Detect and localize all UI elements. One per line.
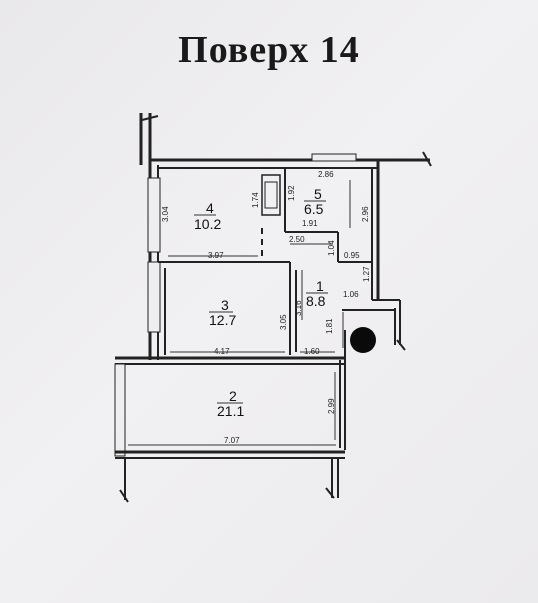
window-top [311,153,357,162]
floor-title: Поверх 14 [178,29,360,71]
room-labels: 4 10.2 5 6.5 1 8.8 3 12.7 2 21.1 [194,186,328,419]
dim-1-27: 1.27 [362,266,371,282]
room-1-number: 1 [316,278,324,294]
wall-2-tick-left [119,489,129,503]
shaft [261,174,281,216]
dim-4-17: 4.17 [214,347,230,356]
dimension-lines [128,180,351,446]
room-2-area: 21.1 [217,403,244,419]
wall-stair-tick [396,339,406,351]
dim-1-74: 1.74 [251,192,260,208]
dim-0-95: 0.95 [344,251,360,260]
dim-2-99: 2.99 [327,398,336,414]
window-left-1 [147,177,161,253]
room-1-area: 8.8 [306,293,326,309]
dim-1-81: 1.81 [325,318,334,334]
dim-1-04: 1.04 [327,240,336,256]
room-3-area: 12.7 [209,312,236,328]
room-5-area: 6.5 [304,201,324,217]
dim-1-06: 1.06 [343,290,359,299]
room-2-number: 2 [229,388,237,404]
dim-3-04: 3.04 [161,206,170,222]
loggia-left [114,363,126,457]
dim-2-96: 2.96 [361,206,370,222]
wall-top-end-tick [422,151,432,167]
dim-1-91: 1.91 [302,219,318,228]
dimension-labels: 2.86 1.74 1.92 3.04 2.96 1.91 1.04 2.50 … [161,170,371,445]
dim-2-50: 2.50 [289,235,305,244]
dim-1-92: 1.92 [287,185,296,201]
dim-7-07: 7.07 [224,436,240,445]
room-4-area: 10.2 [194,216,221,232]
wall-tick [141,115,159,121]
room-3-number: 3 [221,297,229,313]
wall-2-tick-right [325,487,335,499]
room-5-number: 5 [314,186,322,202]
dim-2-86: 2.86 [318,170,334,179]
dim-3-97: 3.97 [208,251,224,260]
walls [114,113,432,503]
window-left-2 [147,261,161,333]
shaft-inner [264,181,278,209]
location-dot-marker [350,327,376,353]
room-4-number: 4 [206,200,214,216]
dim-3-16: 3.16 [294,300,303,316]
dim-3-05: 3.05 [279,314,288,330]
dim-1-60: 1.60 [304,347,320,356]
